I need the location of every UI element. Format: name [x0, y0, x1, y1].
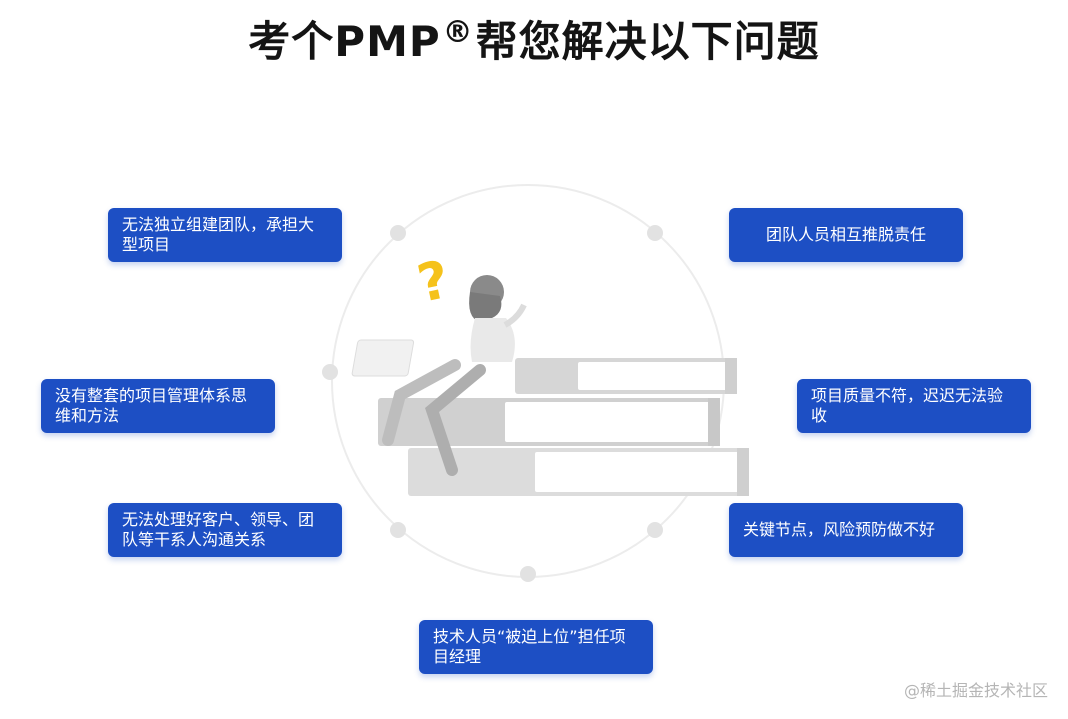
orbit-dot	[520, 566, 536, 582]
problem-text: 技术人员“被迫上位”担任项目经理	[433, 627, 626, 666]
orbit-dot	[390, 225, 406, 241]
books-icon	[378, 358, 749, 496]
problem-text: 无法独立组建团队，承担大型项目	[122, 215, 315, 254]
problem-card-risk: 关键节点，风险预防做不好	[729, 503, 963, 557]
problem-card-system: 没有整套的项目管理体系思维和方法	[41, 379, 275, 433]
problem-card-promotion: 技术人员“被迫上位”担任项目经理	[419, 620, 653, 674]
problem-text: 团队人员相互推脱责任	[765, 225, 926, 244]
person-icon	[351, 275, 527, 476]
title-rest: 帮您解决以下问题	[475, 17, 820, 66]
problem-text: 关键节点，风险预防做不好	[743, 520, 936, 539]
orbit-dot	[647, 522, 663, 538]
problem-text: 没有整套的项目管理体系思维和方法	[55, 386, 248, 425]
problem-card-quality: 项目质量不符，迟迟无法验收	[797, 379, 1031, 433]
title-main: 考个PMP	[248, 17, 441, 66]
problem-card-team: 无法独立组建团队，承担大型项目	[108, 208, 342, 262]
problem-card-blame: 团队人员相互推脱责任	[729, 208, 963, 262]
registered-mark: ®	[442, 15, 474, 50]
question-mark-icon: ?	[412, 250, 454, 315]
orbit-dot	[390, 522, 406, 538]
orbit-dot	[322, 364, 338, 380]
problem-text: 无法处理好客户、领导、团队等干系人沟通关系	[122, 510, 315, 549]
problem-card-stakeholders: 无法处理好客户、领导、团队等干系人沟通关系	[108, 503, 342, 557]
watermark: @稀土掘金技术社区	[903, 681, 1048, 700]
page-title: 考个PMP®帮您解决以下问题	[0, 6, 1068, 69]
orbit-dot	[647, 225, 663, 241]
problem-text: 项目质量不符，迟迟无法验收	[811, 386, 1004, 425]
